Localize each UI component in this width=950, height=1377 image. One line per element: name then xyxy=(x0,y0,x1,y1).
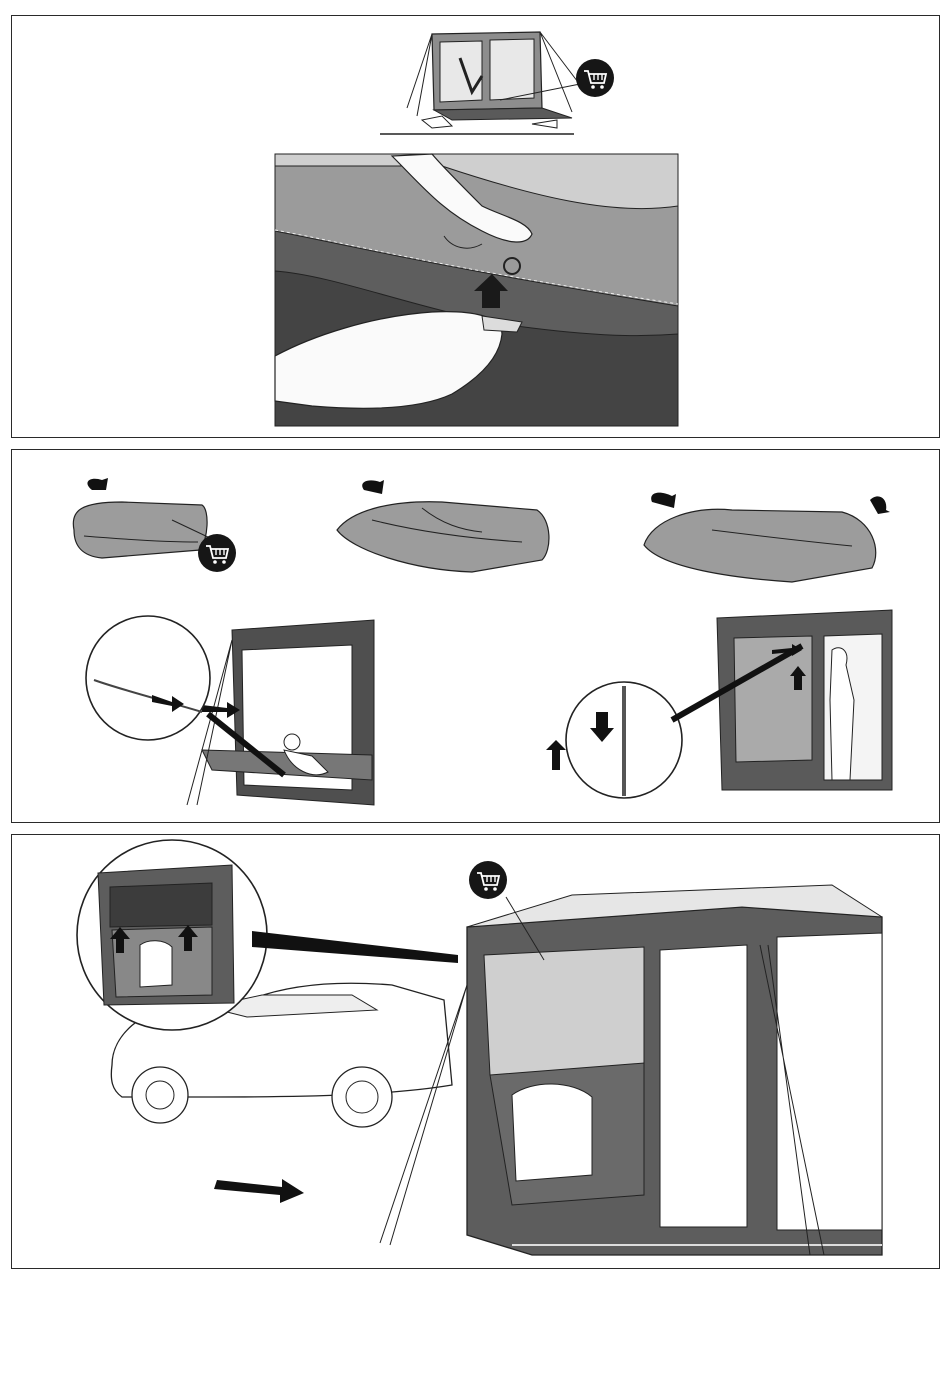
tent-overview-illustration xyxy=(380,32,587,134)
shopping-cart-icon xyxy=(576,59,614,97)
zip-floor-attach xyxy=(86,616,374,805)
panel-2-illustration xyxy=(12,450,941,824)
cart-glyph xyxy=(469,861,507,899)
cart-glyph xyxy=(576,59,614,97)
instruction-panel-2 xyxy=(11,449,940,823)
shopping-cart-icon xyxy=(198,534,236,572)
folding-step-1 xyxy=(73,478,210,558)
cart-glyph xyxy=(198,534,236,572)
panel-1-illustration xyxy=(12,16,941,439)
hook-attachment-closeup xyxy=(275,154,678,426)
panel-3-illustration xyxy=(12,835,941,1270)
tent-attached-to-car xyxy=(380,885,882,1255)
folding-step-3 xyxy=(644,493,890,582)
instruction-panel-3 xyxy=(11,834,940,1269)
instruction-panel-1 xyxy=(11,15,940,438)
zip-door-attach xyxy=(546,610,892,798)
shopping-cart-icon xyxy=(469,861,507,899)
folding-step-2 xyxy=(337,480,549,572)
